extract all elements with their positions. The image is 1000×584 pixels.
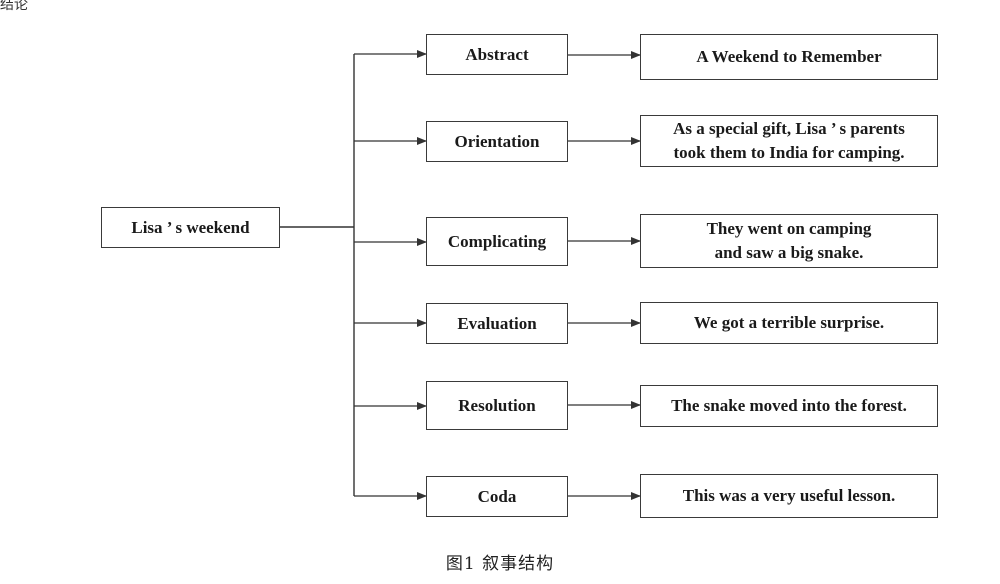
top-cropped-text: 结论 bbox=[0, 0, 28, 13]
figure-caption: 图1 叙事结构 bbox=[445, 554, 555, 574]
stage-abstract: Abstract bbox=[426, 34, 568, 75]
stage-evaluation: Evaluation bbox=[426, 303, 568, 344]
stage-complicating: Complicating bbox=[426, 217, 568, 266]
stage-orientation: Orientation bbox=[426, 121, 568, 162]
detail-coda: This was a very useful lesson. bbox=[640, 474, 938, 518]
stage-resolution: Resolution bbox=[426, 381, 568, 430]
stage-coda: Coda bbox=[426, 476, 568, 517]
detail-abstract: A Weekend to Remember bbox=[640, 34, 938, 80]
detail-complicating: They went on camping and saw a big snake… bbox=[640, 214, 938, 268]
detail-orientation: As a special gift, Lisa ’ s parents took… bbox=[640, 115, 938, 167]
root-node: Lisa ’ s weekend bbox=[101, 207, 280, 248]
detail-resolution: The snake moved into the forest. bbox=[640, 385, 938, 427]
detail-evaluation: We got a terrible surprise. bbox=[640, 302, 938, 344]
